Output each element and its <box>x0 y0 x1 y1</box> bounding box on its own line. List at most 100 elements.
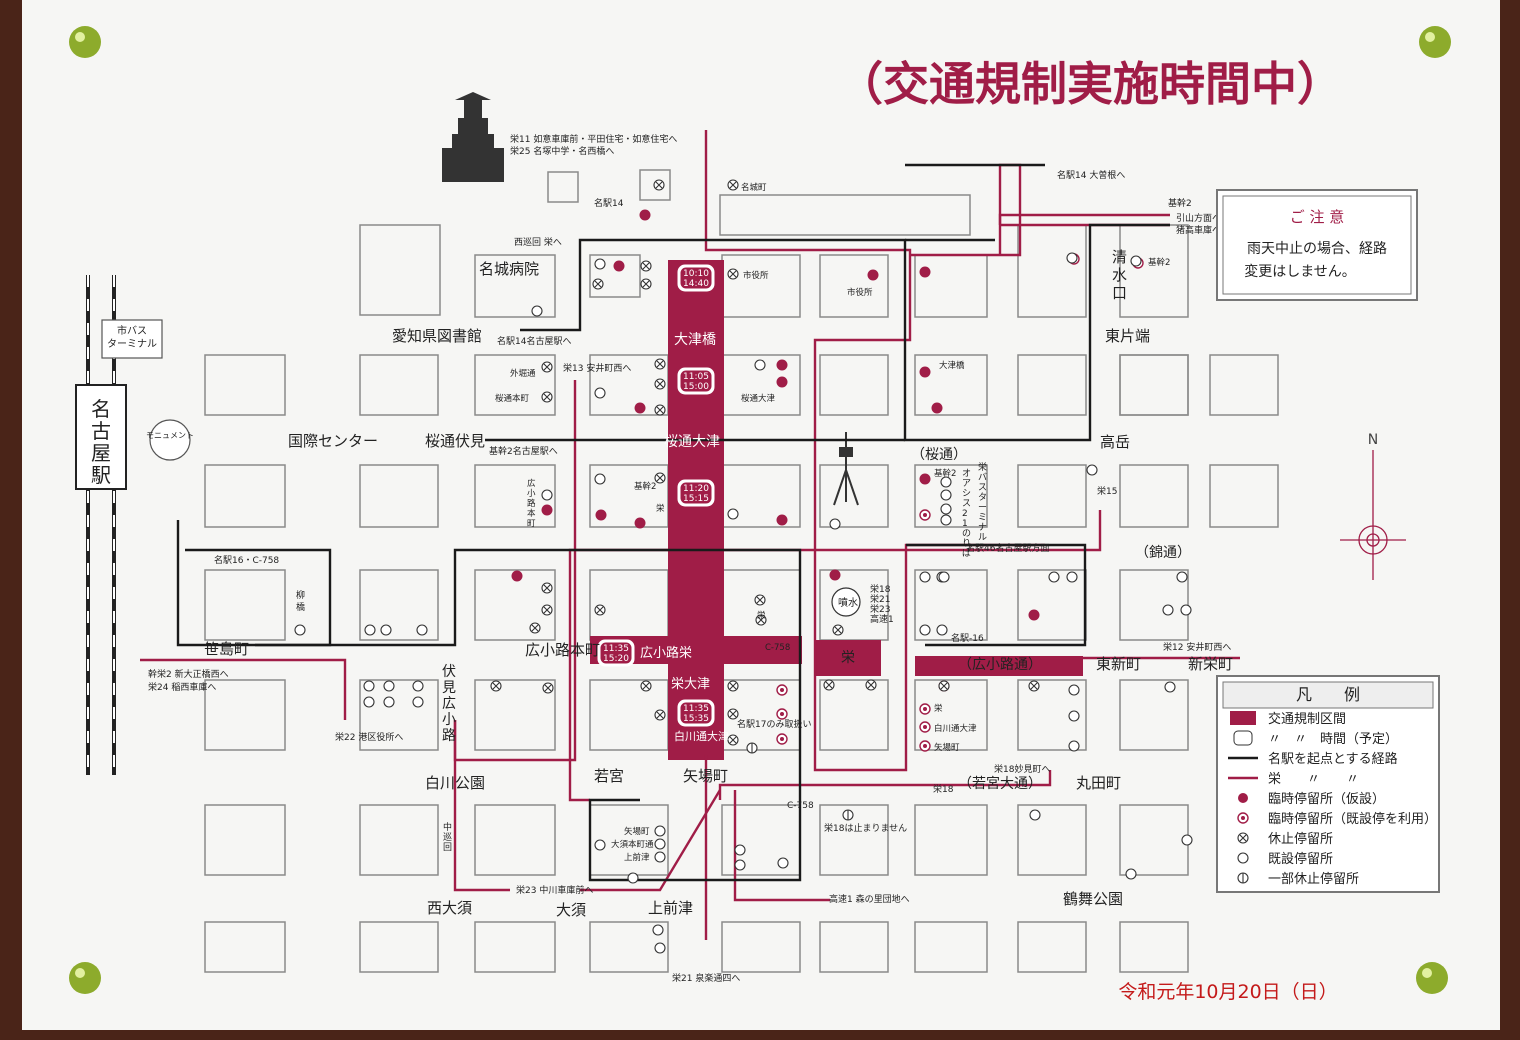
label-meieki14_meieki: 名駅14名古屋駅へ <box>497 335 571 347</box>
existing-stop-icon <box>1164 681 1176 693</box>
time-start: 11:35 <box>603 644 629 654</box>
suspended-stop-icon <box>542 682 554 694</box>
suspended-stop-icon <box>727 268 739 280</box>
label-sakae18_note: 栄18は止まりません <box>824 822 907 834</box>
existing-stop-icon <box>294 624 306 636</box>
temporary-stop-icon <box>634 517 646 529</box>
label-sakae_stop: 栄 <box>757 610 766 621</box>
suspended-stop-icon <box>594 604 606 616</box>
bus-routes <box>140 130 1240 940</box>
label-sakae_stop2: 栄 <box>934 703 943 714</box>
existing-stop-icon <box>940 503 952 515</box>
suspended-stop-icon <box>640 278 652 290</box>
existing-stop-icon <box>383 680 395 692</box>
label-kan2: 幹栄2 新大正橋西へ <box>148 668 229 680</box>
time-end: 15:35 <box>683 714 709 724</box>
temp-existing-stop-icon <box>776 733 788 745</box>
label-sakae_otsu: 栄大津 <box>671 677 710 692</box>
existing-stop-icon <box>1130 255 1142 267</box>
suspended-stop-icon <box>541 604 553 616</box>
page-title: （交通規制実施時間中） <box>837 57 1343 111</box>
restriction-area-swatch <box>1230 711 1256 725</box>
label-sakae_small: 栄 <box>656 503 665 514</box>
label-yanagibashi: 柳橋 <box>296 589 305 613</box>
suspended-stop-icon <box>654 358 666 370</box>
time-end: 15:00 <box>683 382 709 392</box>
legend-item: 栄 〃 〃 <box>1228 772 1359 787</box>
temp-existing-stop-icon <box>919 740 931 752</box>
bus-terminal-box <box>101 319 163 359</box>
label-marutamachi: 丸田町 <box>1076 774 1121 792</box>
legend-label: 一部休止停留所 <box>1268 871 1359 887</box>
existing-stop-icon <box>652 924 664 936</box>
label-hikiyama: 引山方面へ <box>1176 212 1221 224</box>
label-hirokoji_sakae: 広小路栄 <box>640 645 692 661</box>
label-sakae11: 栄11 如意車庫前・平田住宅・如意住宅へ <box>510 133 677 145</box>
label-tsurumai_park: 鶴舞公園 <box>1063 890 1123 908</box>
label-shiyakusho1: 市役所 <box>743 270 769 281</box>
suspended-stop-icon <box>823 679 835 691</box>
label-otsubashi: 大津橋 <box>674 332 716 348</box>
label-shirakawa_otsu_stop: 白川通大津 <box>934 723 977 734</box>
label-hirokoji_dori: （広小路通） <box>958 657 1042 673</box>
existing-stop-icon <box>940 514 952 526</box>
notice-line-2: 変更はしません。 <box>1244 263 1356 280</box>
label-kosoku1: 高速1 森の里団地へ <box>829 893 910 905</box>
label-sakuradori: （桜通） <box>911 447 967 463</box>
existing-stop-icon <box>380 624 392 636</box>
suspended-stop-icon <box>727 734 739 746</box>
temporary-stop-icon <box>919 366 931 378</box>
label-fountain: 噴水 <box>838 597 858 609</box>
suspended-stop-icon <box>727 708 739 720</box>
existing-stop-icon <box>364 624 376 636</box>
label-sakae21: 栄21 泉楽通四へ <box>672 972 740 984</box>
time-end: 14:40 <box>683 279 709 289</box>
legend-label: 名駅を起点とする経路 <box>1268 751 1398 767</box>
suspended-stop-icon <box>755 614 767 626</box>
city-blocks <box>204 169 1279 973</box>
temporary-stop-icon <box>541 504 553 516</box>
temporary-stop-icon <box>613 260 625 272</box>
existing-stop-icon <box>919 624 931 636</box>
nagoya-station-box <box>75 384 127 490</box>
existing-stop-icon <box>1068 684 1080 696</box>
time-end: 15:20 <box>603 654 629 664</box>
existing-stop-icon <box>938 571 950 583</box>
temp-existing-stop-icon <box>776 708 788 720</box>
temporary-stop-icon <box>776 359 788 371</box>
existing-stop-icon <box>594 839 606 851</box>
label-wakamiya: 若宮 <box>594 767 624 785</box>
label-yabacho: 矢場町 <box>683 767 728 785</box>
label-sakae18_mezuki: 栄18妙見町へ <box>994 763 1050 775</box>
legend-label: 休止停留所 <box>1268 831 1333 847</box>
existing-stop-icon <box>654 838 666 850</box>
temp-existing-stop-icon <box>776 684 788 696</box>
time-end: 15:15 <box>683 494 709 504</box>
label-sakae_bus_terminal: 栄バスターミナル <box>978 461 987 543</box>
time-start: 11:20 <box>683 484 709 494</box>
suspended-stop-icon <box>1028 680 1040 692</box>
label-inotaka: 猪高車庫へ <box>1176 224 1221 236</box>
existing-stop-icon <box>1162 604 1174 616</box>
label-sakae13: 栄13 安井町西へ <box>563 362 631 374</box>
existing-stop-icon <box>412 680 424 692</box>
existing-stop-icon <box>1180 604 1192 616</box>
time-start: 11:05 <box>683 372 709 382</box>
existing-stop-icon <box>829 518 841 530</box>
stop-labels: 名城町市役所市役所外堀通桜通本町桜通大津大津橋基幹2基幹2広小路本町栄栄栄白川通… <box>495 182 1170 863</box>
compass-icon: N <box>1340 432 1406 580</box>
tv-tower-icon <box>833 432 859 506</box>
temp-existing-stop-icon <box>919 509 931 521</box>
existing-stop-icon <box>412 696 424 708</box>
existing-stop-icon <box>1068 740 1080 752</box>
partial-stop-icon <box>842 809 854 821</box>
label-shimizuguchi: 清水口 <box>1112 248 1127 302</box>
label-meieki14_top: 名駅14 <box>594 197 624 209</box>
bus-terminal-label: 市バスターミナル <box>107 324 157 350</box>
crossed-circle-icon <box>1237 832 1249 844</box>
label-shirakawa_park: 白川公園 <box>425 774 485 792</box>
label-meieki16_c758: 名駅16・C-758 <box>214 554 279 566</box>
suspended-stop-icon <box>541 391 553 403</box>
